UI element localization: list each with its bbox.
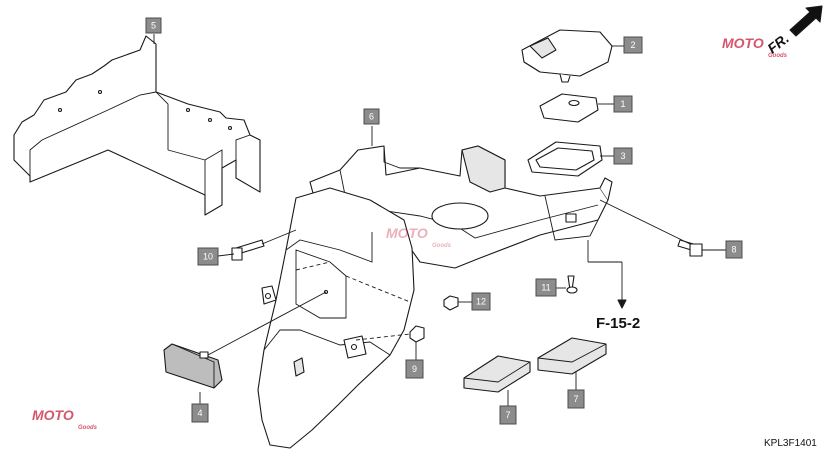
callout-label: 2 [630,40,635,50]
watermark-sub: Goods [768,53,788,59]
pad-part-1 [539,93,599,123]
cover-part-2 [521,29,613,83]
bolt-part-10 [231,239,265,261]
reflector-part-4 [163,343,223,389]
reference-label: F-15-2 [596,315,640,332]
callout-label: 6 [369,112,374,122]
pad-part-7a [463,355,531,393]
front-direction-arrow: FR. [764,5,823,56]
callout-part-2[interactable]: 2 [623,36,643,54]
callout-part-10[interactable]: 10 [197,247,219,266]
screw-part-11 [566,275,578,294]
callout-part-7b[interactable]: 7 [567,389,585,409]
callout-label: 7 [573,394,578,404]
pad-part-7b [537,337,607,375]
nut-part-9 [409,325,425,343]
rear-fender [257,187,415,449]
callout-label: 9 [412,364,417,374]
diagram-code: KPL3F1401 [764,438,817,449]
tray-part-6 [309,145,613,269]
nut-part-12 [443,295,459,311]
bracket-part-5 [13,35,261,216]
callout-part-7a[interactable]: 7 [499,405,517,425]
callout-label: 8 [731,245,736,255]
callout-part-5[interactable]: 5 [145,17,162,34]
watermark-logo: MOTO Goods [722,35,788,59]
seal-part-3 [527,141,603,177]
watermark-brand: MOTO [722,35,764,51]
callout-part-1[interactable]: 1 [613,95,633,113]
watermark-sub: Goods [432,243,452,249]
callout-part-3[interactable]: 3 [613,147,633,165]
callout-label: 10 [203,252,213,262]
callout-label: 7 [505,410,510,420]
callout-part-9[interactable]: 9 [405,359,424,379]
callout-part-11[interactable]: 11 [535,278,557,297]
bolt-part-8 [677,239,703,257]
callout-part-6[interactable]: 6 [363,108,380,125]
callout-part-8[interactable]: 8 [725,240,743,259]
callout-part-12[interactable]: 12 [471,292,491,311]
watermark-sub: Goods [78,425,98,431]
callout-label: 4 [197,408,202,418]
watermark-brand: MOTO [32,407,74,423]
leader-lines [153,34,726,406]
callout-label: 3 [620,151,625,161]
callout-label: 11 [541,283,550,293]
callout-label: 1 [620,99,625,109]
watermark-logo: MOTO Goods [32,407,98,431]
watermark-brand: MOTO [386,225,428,241]
callout-label: 12 [476,297,486,307]
callout-part-4[interactable]: 4 [191,403,209,423]
callout-label: 5 [151,21,156,31]
watermark-logo: MOTO Goods [386,225,452,249]
